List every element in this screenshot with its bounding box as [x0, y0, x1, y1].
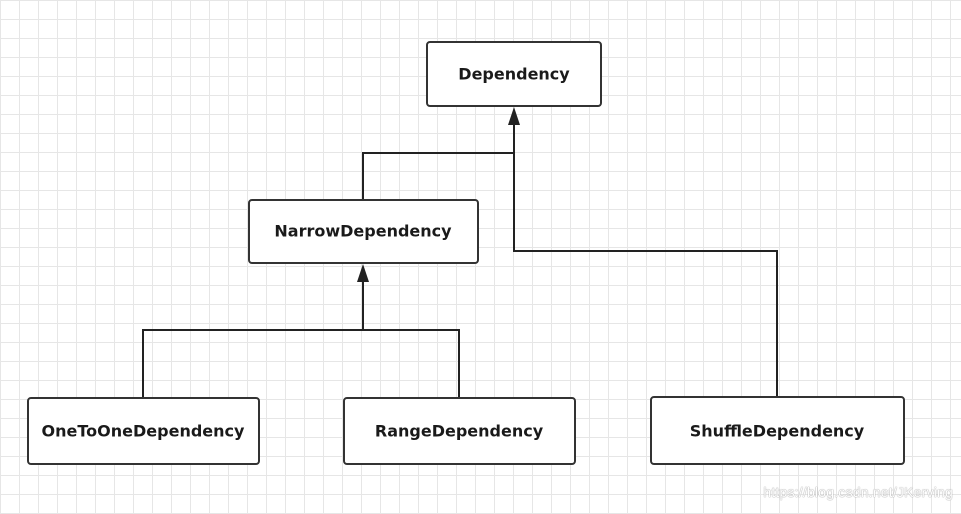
- arrowhead-dependency: [508, 107, 520, 125]
- node-one-to-one-dependency-label: OneToOneDependency: [42, 422, 245, 441]
- node-narrow-dependency-label: NarrowDependency: [274, 222, 452, 241]
- node-shuffle-dependency-label: ShuffleDependency: [690, 422, 865, 441]
- node-dependency-label: Dependency: [458, 65, 570, 84]
- node-one-to-one-dependency[interactable]: OneToOneDependency: [27, 397, 260, 465]
- node-range-dependency-box: [343, 397, 576, 465]
- edge-onetoone-to-narrow: [142, 278, 364, 398]
- node-dependency[interactable]: Dependency: [426, 41, 602, 107]
- arrowhead-narrow-dependency: [357, 264, 369, 282]
- node-narrow-dependency[interactable]: NarrowDependency: [248, 199, 479, 264]
- node-range-dependency[interactable]: RangeDependency: [343, 397, 576, 465]
- edge-narrow-to-dependency: [362, 120, 515, 200]
- node-shuffle-dependency-box: [650, 396, 905, 465]
- edge-shuffle-to-dependency: [513, 153, 778, 397]
- node-one-to-one-dependency-box: [27, 397, 260, 465]
- node-dependency-box: [426, 41, 602, 107]
- node-narrow-dependency-box: [248, 199, 479, 264]
- edge-range-to-narrow: [363, 329, 460, 398]
- node-shuffle-dependency[interactable]: ShuffleDependency: [650, 396, 905, 465]
- watermark-url: https://blog.csdn.net/JKerving: [763, 484, 953, 500]
- node-range-dependency-label: RangeDependency: [375, 422, 544, 441]
